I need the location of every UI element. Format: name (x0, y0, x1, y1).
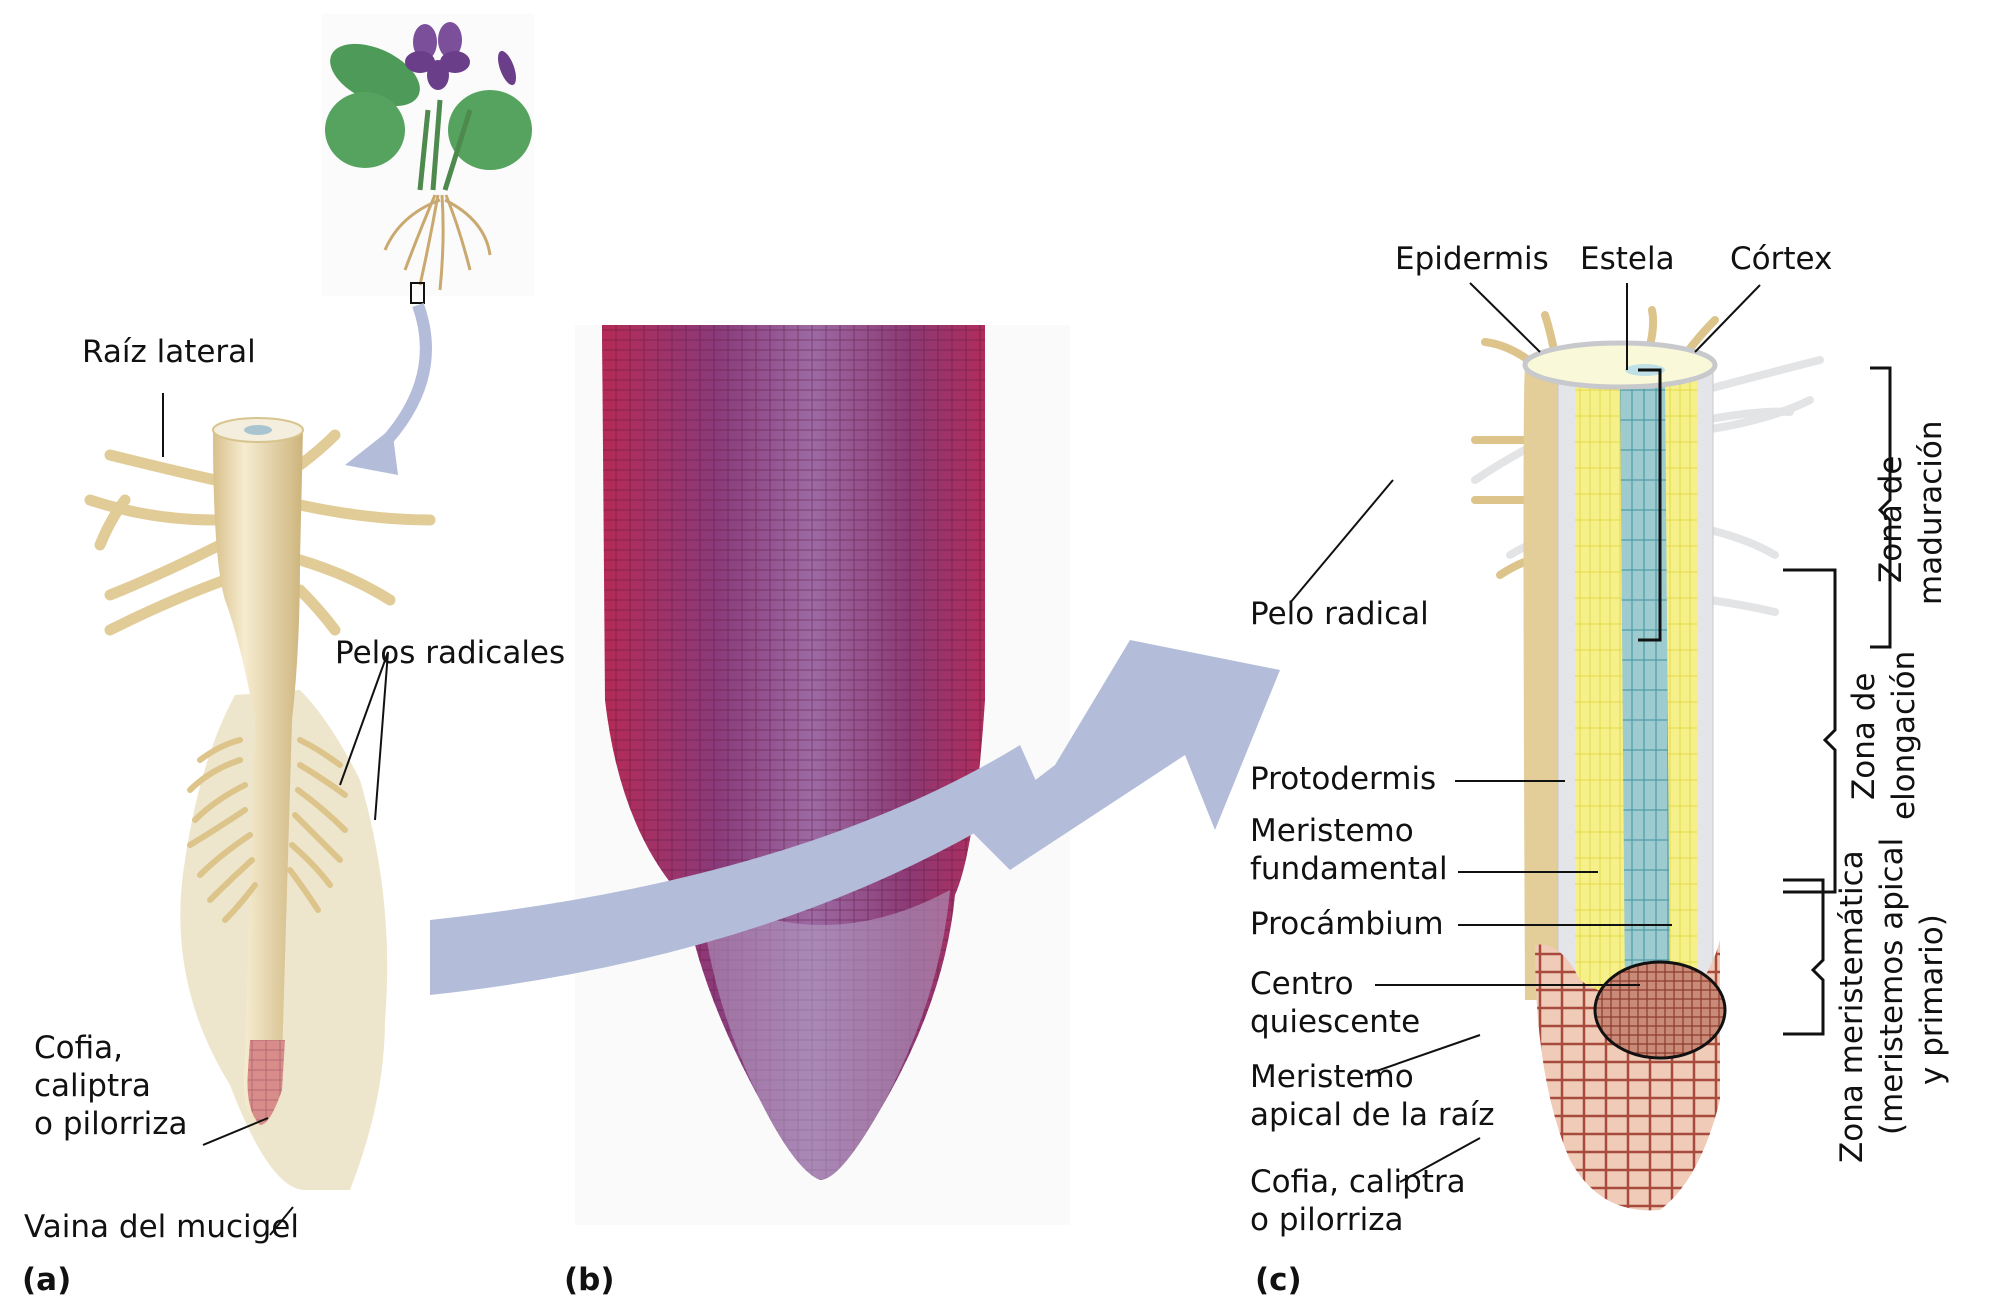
label-root-cap-a-line2: caliptra (34, 1068, 151, 1104)
label-ground-meristem-line2: fundamental (1250, 851, 1448, 887)
zone-brackets (1638, 366, 1892, 1036)
label-mucigel-sheath: Vaina del mucigel (24, 1209, 299, 1245)
label-quiescent-center-line2: quiescente (1250, 1004, 1421, 1040)
arrowhead-icon (345, 428, 398, 475)
label-protoderm: Protodermis (1250, 761, 1437, 797)
root-longitudinal-section (1471, 306, 1824, 1211)
root-illustration (84, 417, 436, 1190)
flower-icon (405, 22, 517, 90)
label-stele: Estela (1580, 241, 1675, 277)
lateral-roots (84, 429, 436, 636)
zone-meristematic-line2: (meristemos apical (1874, 837, 1910, 1135)
whole-plant-illustration (322, 14, 534, 304)
panel-letter-b: (b) (564, 1262, 615, 1298)
panel-letter-c: (c) (1255, 1262, 1302, 1298)
leader-lines-panel-c (1289, 282, 1761, 1183)
curved-arrow-plant-to-root (375, 302, 432, 453)
large-arrow-b-to-c (430, 745, 1040, 995)
label-root-cap-a-line1: Cofia, (34, 1030, 123, 1066)
label-lateral-root: Raíz lateral (82, 334, 256, 370)
quiescent-center (1593, 960, 1727, 1060)
label-root-hair: Pelo radical (1250, 596, 1429, 632)
zone-maturation-line2: maduración (1913, 420, 1949, 605)
zone-elongation-line1: Zona de (1846, 672, 1882, 800)
label-root-cap-c-line1: Cofia, caliptra (1250, 1164, 1466, 1200)
primary-root (213, 430, 303, 1125)
zone-maturation-line1: Zona de (1873, 455, 1909, 583)
leader-lines-panel-a (162, 393, 389, 1236)
large-arrowhead-icon (970, 640, 1280, 870)
zone-meristematic-line1: Zona meristemática (1834, 850, 1870, 1163)
label-cortex: Córtex (1730, 241, 1833, 277)
zone-elongation-line2: elongación (1886, 650, 1922, 820)
plant-roots (383, 194, 492, 291)
label-apical-meristem-line1: Meristemo (1250, 1059, 1414, 1095)
zone-meristematic-line3: y primario) (1914, 914, 1950, 1085)
root-hairs (187, 737, 348, 923)
label-root-cap-a-line3: o pilorriza (34, 1106, 188, 1142)
zoom-region-marker (410, 282, 425, 304)
panel-letter-a: (a) (22, 1262, 72, 1298)
label-ground-meristem-line1: Meristemo (1250, 813, 1414, 849)
label-root-hairs: Pelos radicales (335, 635, 566, 671)
label-procambium: Procámbium (1250, 906, 1444, 942)
root-tip-micrograph (575, 325, 1070, 1225)
label-apical-meristem-line2: apical de la raíz (1250, 1097, 1495, 1133)
root-hairs-c (1471, 356, 1824, 616)
label-quiescent-center-line1: Centro (1250, 966, 1354, 1002)
label-epidermis: Epidermis (1395, 241, 1549, 277)
label-root-cap-c-line2: o pilorriza (1250, 1202, 1404, 1238)
